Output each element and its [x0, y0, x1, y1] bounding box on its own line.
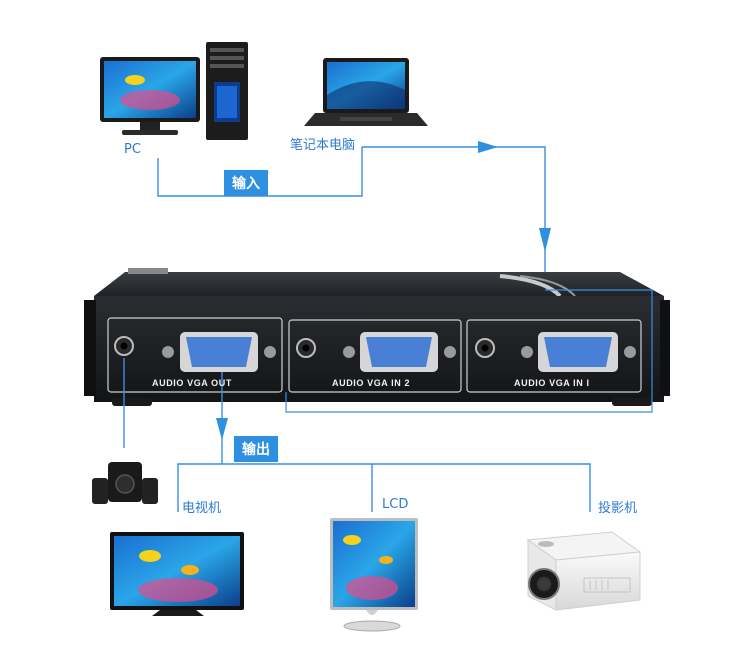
projector-device: [526, 531, 642, 611]
arrow-right-icon: [478, 141, 498, 153]
pc-label: PC: [124, 142, 141, 157]
input-badge: 输入: [224, 170, 268, 196]
pc-device: [100, 42, 248, 140]
input-outline: [285, 289, 653, 413]
arrow-down-icon: [539, 228, 551, 252]
port-in2-label: AUDIO VGA IN 2: [332, 378, 411, 388]
lcd-label: LCD: [382, 497, 409, 512]
port-in2: [296, 332, 456, 372]
port-in1: [475, 332, 636, 372]
lcd-device: [330, 518, 418, 632]
laptop-label: 笔记本电脑: [290, 138, 356, 153]
output-badge: 输出: [234, 436, 278, 462]
projector-label: 投影机: [598, 501, 638, 516]
vga-switch-box: [84, 268, 670, 406]
port-out: [114, 332, 276, 372]
box-top: [94, 272, 664, 296]
arrow-down-out-icon: [216, 418, 228, 440]
laptop-device: [304, 58, 428, 126]
tv-label: 电视机: [182, 501, 222, 516]
speaker-device: [92, 462, 158, 504]
tv-device: [110, 532, 244, 616]
port-in1-label: AUDIO VGA IN I: [514, 378, 590, 388]
input-lines: [157, 146, 546, 290]
port-out-label: AUDIO VGA OUT: [152, 378, 232, 388]
